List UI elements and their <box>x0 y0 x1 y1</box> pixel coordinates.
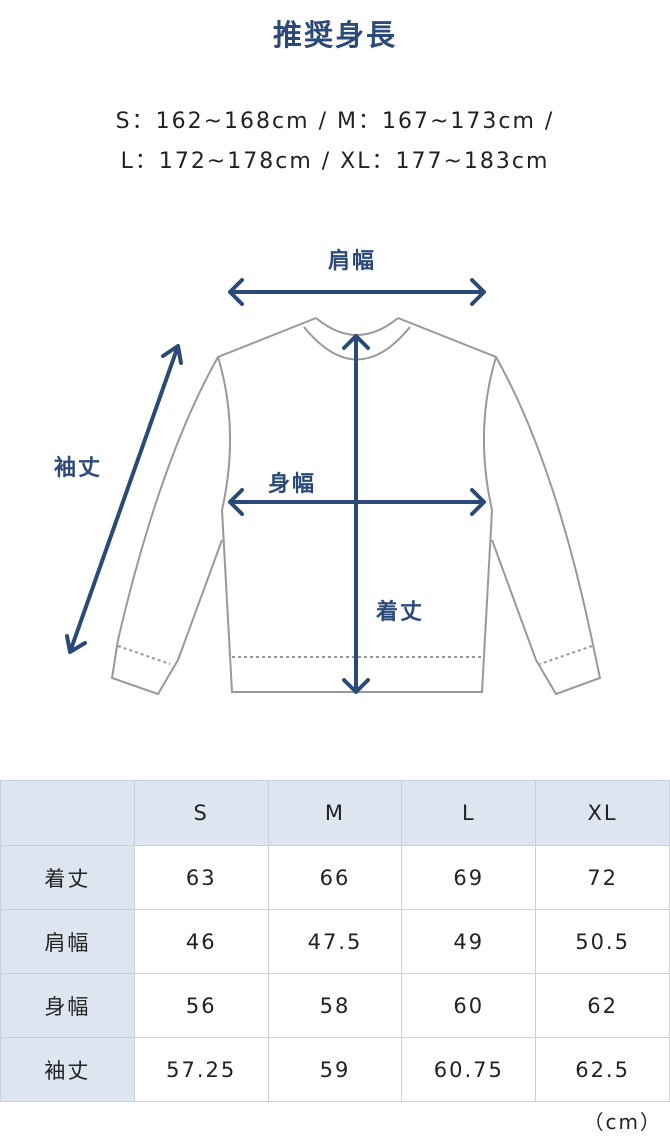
table-cell: 49 <box>401 909 537 974</box>
table-cell: 59 <box>267 1037 403 1102</box>
header-cell: XL <box>535 780 670 846</box>
heights-line-1: S：162~168cm / M：167~173cm / <box>115 109 555 134</box>
sweater-diagram <box>65 278 602 696</box>
table-cell: 63 <box>133 845 269 910</box>
row-label: 肩幅 <box>0 909 135 974</box>
table-row: 袖丈 57.25 59 60.75 62.5 <box>0 1037 670 1102</box>
table-row: 身幅 56 58 60 62 <box>0 973 670 1038</box>
heights-line-2: L：172~178cm / XL：177~183cm <box>120 149 550 174</box>
table-cell: 57.25 <box>133 1037 269 1102</box>
header-cell: L <box>401 780 537 846</box>
size-table: S M L XL 着丈 63 66 69 72 肩幅 46 47.5 49 50… <box>0 780 670 1102</box>
header-cell <box>0 780 135 846</box>
table-row: 着丈 63 66 69 72 <box>0 845 670 910</box>
shoulder-label: 肩幅 <box>328 249 377 274</box>
sleeve-label: 袖丈 <box>54 456 103 481</box>
page-title: 推奨身長 <box>272 18 397 52</box>
row-label: 身幅 <box>0 973 135 1038</box>
shoulder-arrow-icon <box>228 278 486 306</box>
table-cell: 69 <box>401 845 537 910</box>
table-cell: 60.75 <box>401 1037 537 1102</box>
table-cell: 47.5 <box>267 909 403 974</box>
table-cell: 46 <box>133 909 269 974</box>
table-cell: 58 <box>267 973 403 1038</box>
table-cell: 60 <box>401 973 537 1038</box>
recommended-heights: S：162~168cm / M：167~173cm / L：172~178cm … <box>0 102 670 182</box>
row-label: 袖丈 <box>0 1037 135 1102</box>
table-row: 肩幅 46 47.5 49 50.5 <box>0 909 670 974</box>
length-arrow-icon <box>342 334 370 694</box>
row-label: 着丈 <box>0 845 135 910</box>
table-cell: 66 <box>267 845 403 910</box>
header-cell: S <box>133 780 269 846</box>
chest-label: 身幅 <box>268 472 317 497</box>
table-cell: 62.5 <box>535 1037 670 1102</box>
table-cell: 72 <box>535 845 670 910</box>
header-cell: M <box>267 780 403 846</box>
table-cell: 62 <box>535 973 670 1038</box>
length-label: 着丈 <box>376 600 425 625</box>
sleeve-arrow-icon <box>65 344 183 654</box>
table-header-row: S M L XL <box>0 780 670 846</box>
table-cell: 56 <box>133 973 269 1038</box>
unit-label: （cm） <box>583 1110 662 1134</box>
table-cell: 50.5 <box>535 909 670 974</box>
